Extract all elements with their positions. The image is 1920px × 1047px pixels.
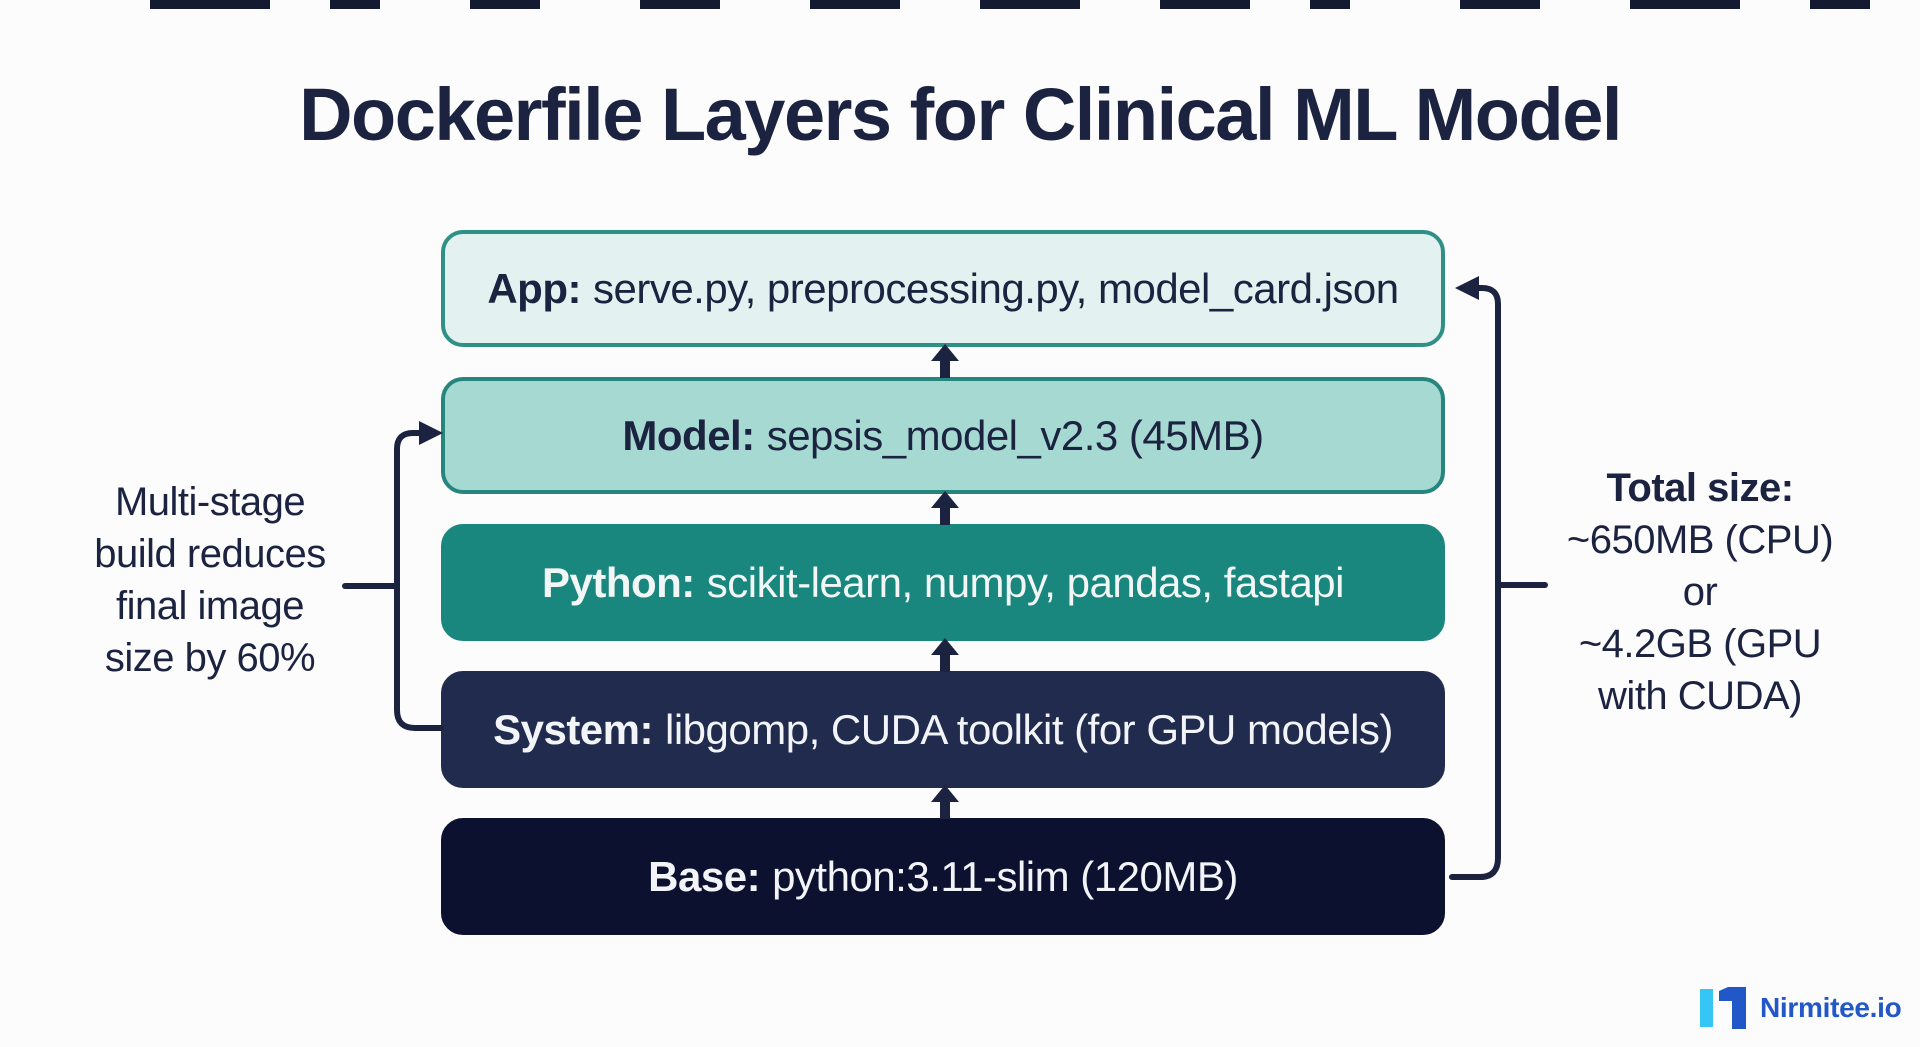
- logo-text: Nirmitee.io: [1760, 992, 1902, 1023]
- top-crop-artifact: [330, 0, 380, 9]
- arrowhead-right-icon: [419, 421, 443, 445]
- layer-python-detail: scikit-learn, numpy, pandas, fastapi: [706, 558, 1345, 606]
- layer-base-detail: python:3.11-slim (120MB): [772, 852, 1238, 900]
- layer-app: App: serve.py, preprocessing.py, model_c…: [441, 230, 1445, 347]
- logo-cyan-bar: [1700, 989, 1713, 1027]
- layer-model-label: Model:: [622, 411, 755, 459]
- logo-blue-mark: [1719, 987, 1746, 1029]
- layer-base-label: Base:: [648, 852, 761, 900]
- logo: Nirmitee.io: [1700, 986, 1902, 1030]
- layer-base: Base: python:3.11-slim (120MB): [441, 818, 1445, 935]
- layer-system-detail: libgomp, CUDA toolkit (for GPU models): [665, 705, 1393, 753]
- left-annotation: Multi-stage build reduces final image si…: [60, 476, 360, 684]
- top-crop-artifact: [150, 0, 270, 9]
- diagram-title: Dockerfile Layers for Clinical ML Model: [299, 73, 1622, 156]
- right-annotation-line: ~4.2GB (GPU: [1578, 622, 1822, 666]
- layer-app-detail: serve.py, preprocessing.py, model_card.j…: [592, 264, 1399, 312]
- layer-system: System: libgomp, CUDA toolkit (for GPU m…: [441, 671, 1445, 788]
- left-annotation-line: build reduces: [94, 532, 326, 576]
- right-annotation-line: with CUDA): [1598, 674, 1802, 718]
- top-crop-artifact: [1810, 0, 1870, 9]
- top-crop-artifact: [1160, 0, 1250, 9]
- top-crop-artifact: [1630, 0, 1740, 9]
- right-annotation: Total size: ~650MB (CPU) or ~4.2GB (GPU …: [1535, 462, 1865, 722]
- left-annotation-line: final image: [116, 584, 304, 628]
- right-annotation-line: ~650MB (CPU): [1566, 518, 1834, 562]
- right-bracket-connector: [1449, 276, 1548, 880]
- up-arrow-icon: [931, 491, 959, 525]
- layer-system-label: System:: [493, 705, 653, 753]
- top-crop-artifact: [640, 0, 720, 9]
- up-arrow-icon: [931, 785, 959, 819]
- left-bracket-connector: [342, 421, 444, 731]
- up-arrow-icon: [931, 638, 959, 672]
- top-crop-artifact: [1460, 0, 1540, 9]
- layer-python: Python: scikit-learn, numpy, pandas, fas…: [441, 524, 1445, 641]
- layer-model: Model: sepsis_model_v2.3 (45MB): [441, 377, 1445, 494]
- nirmitee-logo-icon: [1700, 987, 1746, 1029]
- top-crop-artifact: [470, 0, 540, 9]
- right-annotation-line: or: [1682, 570, 1718, 614]
- right-annotation-heading: Total size:: [1606, 466, 1794, 510]
- top-crop-artifact: [1310, 0, 1350, 9]
- left-annotation-line: size by 60%: [104, 636, 316, 680]
- left-annotation-line: Multi-stage: [114, 480, 306, 524]
- top-crop-artifact: [980, 0, 1080, 9]
- up-arrow-icon: [931, 344, 959, 378]
- layer-app-label: App:: [487, 264, 581, 312]
- layer-python-label: Python:: [541, 558, 695, 606]
- top-crop-artifact: [810, 0, 900, 9]
- layer-model-detail: sepsis_model_v2.3 (45MB): [766, 411, 1264, 459]
- arrowhead-left-icon: [1455, 276, 1479, 300]
